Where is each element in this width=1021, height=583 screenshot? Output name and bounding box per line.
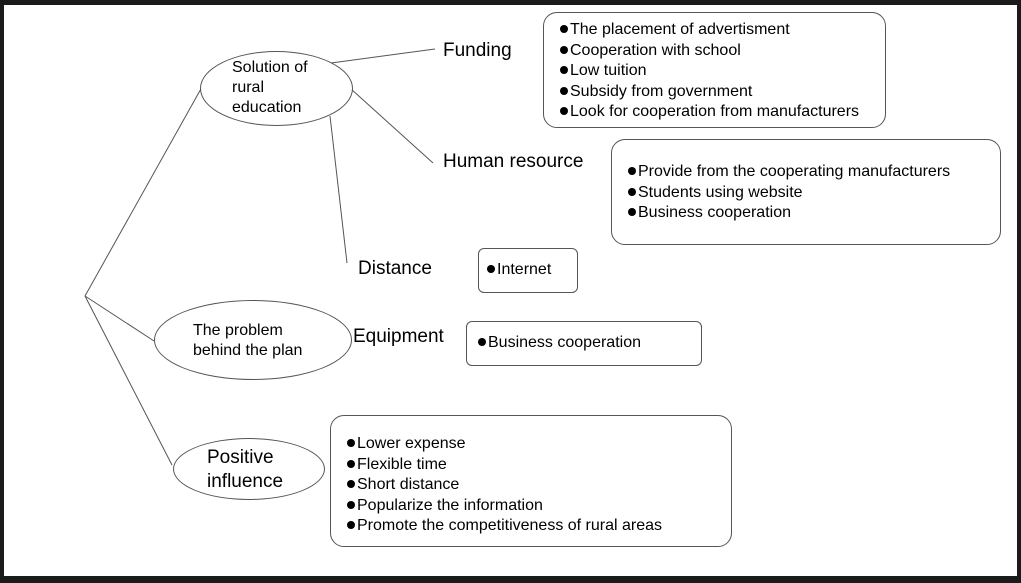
problem-node bbox=[154, 300, 352, 380]
list-item: Lower expense bbox=[347, 434, 731, 455]
bullet-icon bbox=[560, 25, 568, 33]
equipment-list: Business cooperation bbox=[478, 333, 701, 354]
connector-root-solution bbox=[84, 86, 203, 297]
list-item: Popularize the information bbox=[347, 496, 731, 517]
list-item: Low tuition bbox=[560, 61, 885, 82]
bullet-icon bbox=[347, 459, 355, 468]
list-item: Internet bbox=[487, 260, 577, 281]
connector-root-positive bbox=[84, 295, 173, 466]
list-item: Subsidy from government bbox=[560, 82, 885, 103]
list-item: Promote the competitiveness of rural are… bbox=[347, 516, 731, 537]
connector-solution-human bbox=[350, 88, 434, 164]
list-item: Business cooperation bbox=[628, 203, 1000, 224]
list-item: Students using website bbox=[628, 183, 1000, 204]
bullet-icon bbox=[478, 338, 486, 346]
funding-list: The placement of advertisment Cooperatio… bbox=[560, 20, 885, 123]
distance-list: Internet bbox=[487, 260, 577, 281]
bullet-icon bbox=[560, 45, 568, 54]
distance-label: Distance bbox=[358, 258, 432, 279]
solution-node-label: Solution of rural education bbox=[232, 59, 308, 116]
bullet-icon bbox=[347, 480, 355, 488]
connector-solution-funding bbox=[330, 48, 436, 64]
human-resource-list: Provide from the cooperating manufacture… bbox=[628, 162, 1000, 224]
positive-influence-box: Lower expense Flexible time Short distan… bbox=[330, 415, 732, 547]
list-item: Flexible time bbox=[347, 455, 731, 476]
bullet-icon bbox=[560, 66, 568, 74]
list-item: Cooperation with school bbox=[560, 41, 885, 62]
human-resource-box: Provide from the cooperating manufacture… bbox=[611, 139, 1001, 245]
solution-node bbox=[200, 51, 353, 126]
bullet-icon bbox=[628, 167, 636, 175]
connector-solution-distance bbox=[329, 115, 348, 264]
connector-root-problem bbox=[84, 295, 155, 342]
bullet-icon bbox=[347, 521, 355, 529]
bullet-icon bbox=[628, 187, 636, 196]
equipment-box: Business cooperation bbox=[466, 321, 702, 366]
bullet-icon bbox=[347, 439, 355, 447]
bullet-icon bbox=[347, 500, 355, 509]
funding-label: Funding bbox=[443, 40, 512, 61]
human-resource-label: Human resource bbox=[443, 151, 584, 172]
list-item: Provide from the cooperating manufacture… bbox=[628, 162, 1000, 183]
connector-lines bbox=[84, 48, 436, 466]
problem-node-label: The problem behind the plan bbox=[193, 322, 303, 359]
positive-node bbox=[173, 438, 325, 500]
funding-box: The placement of advertisment Cooperatio… bbox=[543, 12, 886, 128]
bullet-icon bbox=[628, 208, 636, 216]
list-item: Look for cooperation from manufacturers bbox=[560, 102, 885, 123]
list-item: Business cooperation bbox=[478, 333, 701, 354]
positive-influence-list: Lower expense Flexible time Short distan… bbox=[347, 434, 731, 537]
bullet-icon bbox=[560, 107, 568, 115]
list-item: The placement of advertisment bbox=[560, 20, 885, 41]
list-item: Short distance bbox=[347, 475, 731, 496]
equipment-label: Equipment bbox=[353, 326, 444, 347]
mind-map-canvas: Solution of rural education The problem … bbox=[4, 5, 1017, 576]
positive-node-label: Positive influence bbox=[207, 447, 284, 492]
distance-box: Internet bbox=[478, 248, 578, 293]
bullet-icon bbox=[560, 86, 568, 95]
bullet-icon bbox=[487, 265, 495, 273]
